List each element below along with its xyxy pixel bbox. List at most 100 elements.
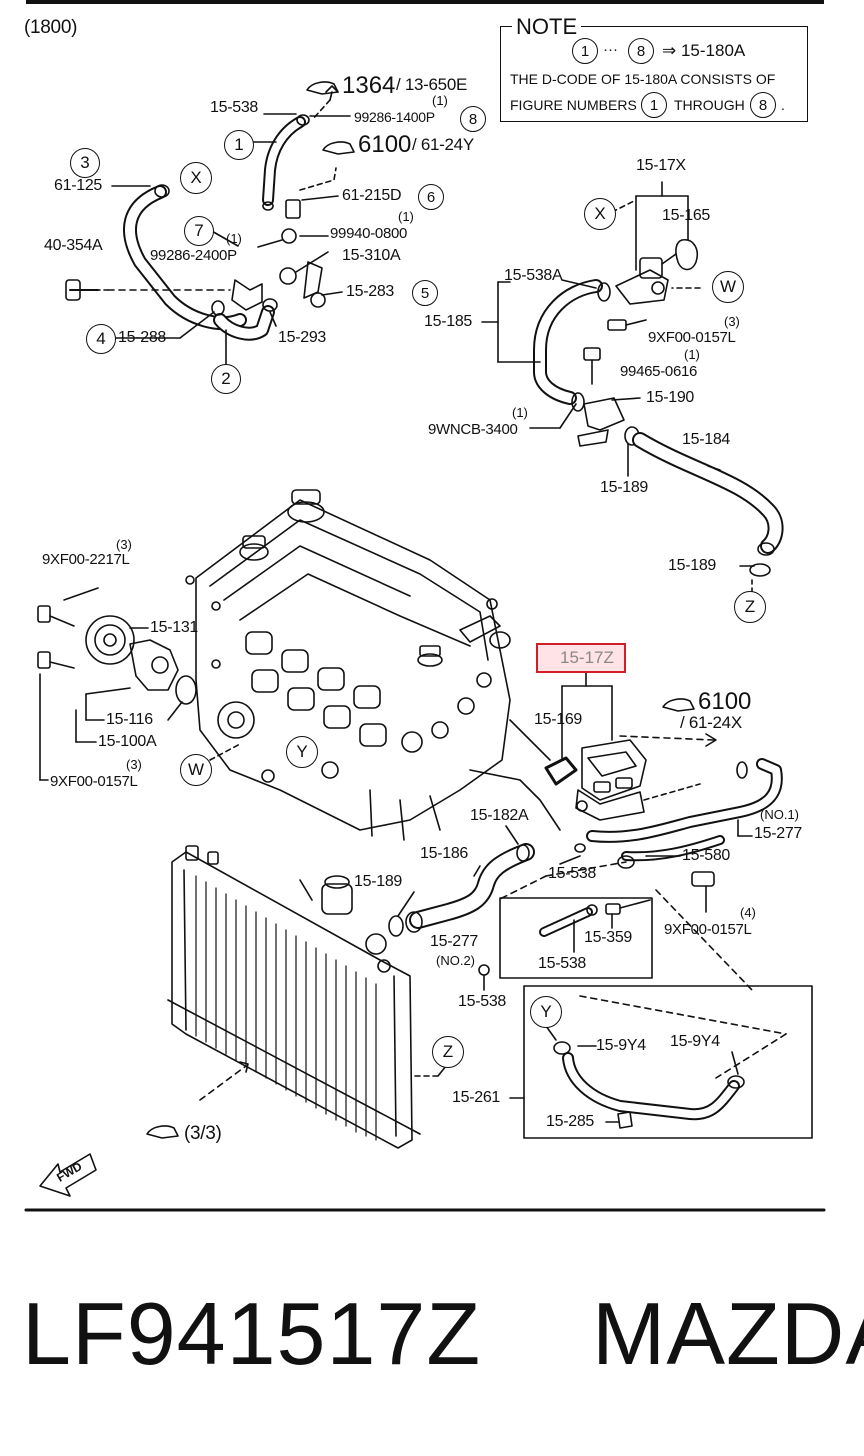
upper-radiator-hose: [388, 825, 535, 937]
note-line3-circle-8: 8: [750, 92, 776, 118]
note-arrow-target: ⇒ 15-180A: [662, 41, 746, 60]
qty-9xf00-0157l-b: (3): [126, 757, 142, 772]
circle-w-right: W: [712, 271, 744, 303]
label-15-288: 15-288: [118, 329, 167, 346]
qty-99286-1400p: (1): [432, 93, 448, 108]
qty-99286-2400p: (1): [226, 231, 242, 246]
note-dots: ···: [603, 41, 618, 58]
label-15-359: 15-359: [584, 929, 633, 946]
ref-61-24y: / 61-24Y: [412, 135, 474, 154]
qty-99465-0616: (1): [684, 347, 700, 362]
ref-13-650e: / 13-650E: [396, 75, 468, 94]
heater-hose-assembly: [497, 758, 787, 1079]
circle-1: 1: [224, 130, 254, 160]
circle-x-left: X: [180, 162, 212, 194]
label-15-189-a: 15-189: [600, 479, 649, 496]
note-line-2: THE D-CODE OF 15-180A CONSISTS OF: [510, 71, 776, 87]
label-15-131: 15-131: [150, 619, 199, 636]
label-15-189-c: 15-189: [354, 873, 403, 890]
note-circle-to: 8: [628, 38, 654, 64]
note-box: [500, 26, 808, 122]
circle-x-right: X: [584, 198, 616, 230]
label-15-169: 15-169: [534, 711, 583, 728]
label-15-9y4-a: 15-9Y4: [596, 1037, 646, 1054]
label-15-293: 15-293: [278, 329, 327, 346]
intake-ports: [245, 631, 387, 747]
label-15-190: 15-190: [646, 389, 695, 406]
label-15-285: 15-285: [546, 1113, 595, 1130]
label-9xf00-2217l: 9XF00-2217L: [42, 551, 130, 568]
label-15-165: 15-165: [662, 207, 711, 224]
water-pump-assembly: [37, 587, 241, 781]
qty-no2: (NO.2): [436, 953, 475, 968]
label-15-100a: 15-100A: [98, 733, 157, 750]
inset-box-359: [499, 897, 653, 979]
ref-1364: 1364: [342, 72, 396, 99]
note-line-3a: FIGURE NUMBERS: [510, 97, 637, 113]
footer-part-number: LF941517Z MAZDA: [22, 1290, 864, 1378]
diagram-code: (1800): [24, 17, 78, 38]
circle-y-inset: Y: [530, 996, 562, 1028]
brand-name: MAZDA: [592, 1284, 864, 1383]
label-15-538-top: 15-538: [210, 99, 259, 116]
label-15-538a: 15-538A: [504, 267, 563, 284]
label-15-538-low: 15-538: [458, 993, 507, 1010]
label-15-17z: 15-17Z: [560, 648, 614, 667]
radiator: [167, 845, 490, 1149]
label-61-215d: 61-215D: [342, 187, 402, 204]
label-15-283: 15-283: [346, 283, 395, 300]
label-15-186: 15-186: [420, 845, 469, 862]
label-15-9y4-b: 15-9Y4: [670, 1033, 720, 1050]
circle-z-radiator: Z: [432, 1036, 464, 1068]
qty-no1: (NO.1): [760, 807, 799, 822]
highlight-box: [536, 643, 626, 673]
inset-box-261: [509, 985, 813, 1139]
label-15-116: 15-116: [106, 711, 153, 728]
label-15-184: 15-184: [682, 431, 731, 448]
top-rule: [26, 0, 824, 4]
circle-y-engine: Y: [286, 736, 318, 768]
ref-3-3: (3/3): [184, 1123, 222, 1144]
label-15-580: 15-580: [682, 847, 731, 864]
note-line3-circle-1: 1: [641, 92, 667, 118]
label-15-185: 15-185: [424, 313, 473, 330]
reference-hand-icons: [146, 81, 695, 1139]
label-40-354a: 40-354A: [44, 237, 103, 254]
note-circle-from: 1: [572, 38, 598, 64]
circle-6: 6: [418, 184, 444, 210]
label-15-277-no1: 15-277: [754, 825, 803, 842]
qty-9xf00-2217l: (3): [116, 537, 132, 552]
label-99286-1400p: 99286-1400P: [354, 109, 435, 125]
engine-block: [185, 489, 561, 841]
circle-z-right: Z: [734, 591, 766, 623]
note-line-3b: THROUGH: [674, 97, 745, 113]
circle-3: 3: [70, 148, 100, 178]
label-15-538-box: 15-538: [538, 955, 587, 972]
note-line-3-end: .: [781, 97, 785, 113]
label-9xf00-0157l-c: 9XF00-0157L: [664, 921, 752, 938]
part-number: LF941517Z: [22, 1284, 482, 1383]
label-99286-2400p: 99286-2400P: [150, 247, 237, 264]
upper-left-hose-assembly: [65, 85, 351, 365]
label-15-310a: 15-310A: [342, 247, 401, 264]
radiator-fins: [195, 875, 377, 1141]
qty-9xf00-0157l-a: (3): [724, 314, 740, 329]
label-99465-0616: 99465-0616: [620, 363, 698, 380]
label-9xf00-0157l-b: 9XF00-0157L: [50, 773, 138, 790]
ref-6100-b: 6100: [698, 688, 752, 715]
circle-8: 8: [460, 106, 486, 132]
qty-9xf00-0157l-c: (4): [740, 905, 756, 920]
label-15-261: 15-261: [452, 1089, 501, 1106]
qty-9wncb-3400: (1): [512, 405, 528, 420]
label-9xf00-0157l-a: 9XF00-0157L: [648, 329, 736, 346]
circle-5: 5: [412, 280, 438, 306]
label-15-17x: 15-17X: [636, 157, 686, 174]
label-99940-0800: 99940-0800: [330, 225, 408, 242]
circle-2: 2: [211, 364, 241, 394]
label-9wncb-3400: 9WNCB-3400: [428, 421, 518, 438]
label-15-538-mid: 15-538: [548, 865, 597, 882]
upper-right-hose-group: [481, 181, 784, 595]
ref-6100-a: 6100: [358, 131, 412, 158]
circle-7: 7: [184, 216, 214, 246]
